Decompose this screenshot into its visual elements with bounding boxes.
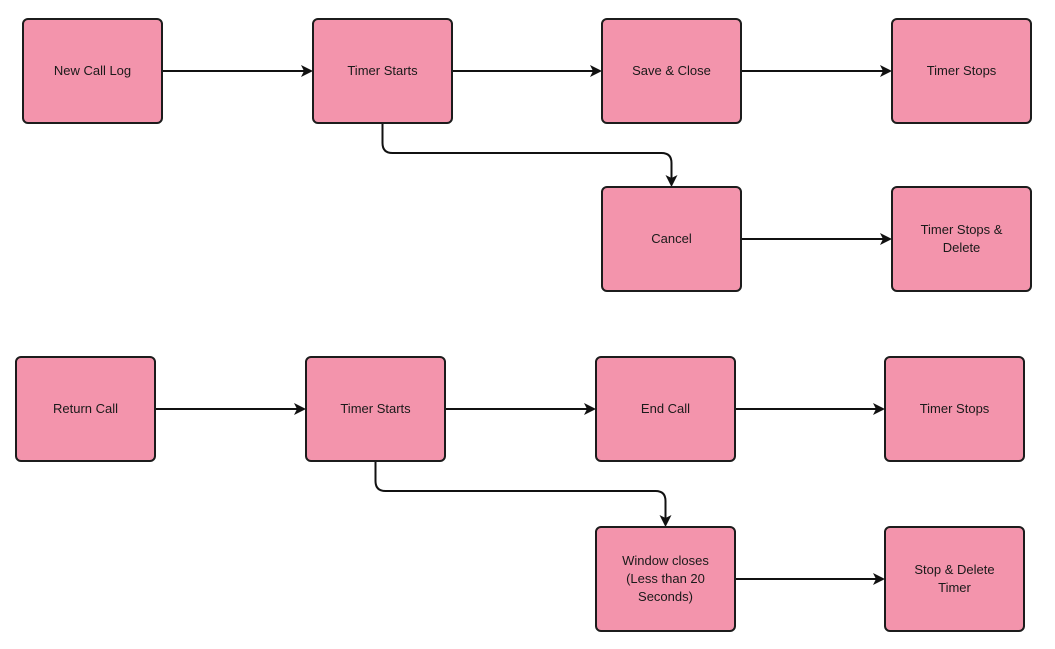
node-timer-stops[interactable]: Timer Stops <box>891 18 1032 124</box>
node-end-call[interactable]: End Call <box>595 356 736 462</box>
node-timer-starts-return[interactable]: Timer Starts <box>305 356 446 462</box>
node-save-close[interactable]: Save & Close <box>601 18 742 124</box>
arrow-n2-to-n5 <box>381 124 678 187</box>
node-timer-stops-return[interactable]: Timer Stops <box>884 356 1025 462</box>
node-timer-stops-delete[interactable]: Timer Stops & Delete <box>891 186 1032 292</box>
node-timer-starts[interactable]: Timer Starts <box>312 18 453 124</box>
arrow-m2-to-m5 <box>374 462 672 527</box>
node-window-closes[interactable]: Window closes (Less than 20 Seconds) <box>595 526 736 632</box>
node-stop-delete-timer[interactable]: Stop & Delete Timer <box>884 526 1025 632</box>
node-return-call[interactable]: Return Call <box>15 356 156 462</box>
node-cancel[interactable]: Cancel <box>601 186 742 292</box>
node-new-call-log[interactable]: New Call Log <box>22 18 163 124</box>
